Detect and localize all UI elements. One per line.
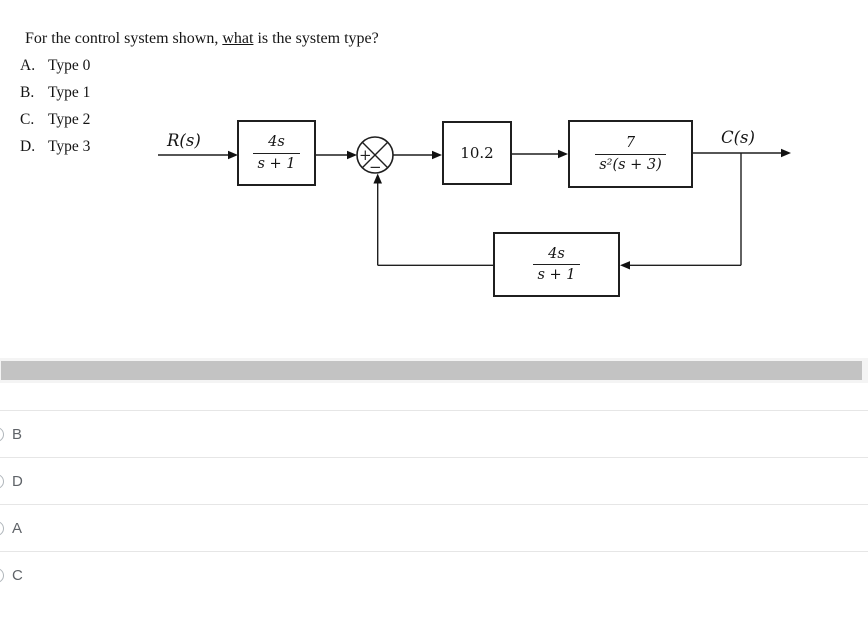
horizontal-scrollbar-track[interactable] xyxy=(0,358,868,383)
question-text-before: For the control system shown, xyxy=(25,30,223,47)
prefilter-denominator: s + 1 xyxy=(257,155,296,172)
prefilter-fraction: 4s s + 1 xyxy=(253,134,300,172)
feedback-numerator: 4s xyxy=(548,245,565,262)
choice-b: B. Type 1 xyxy=(20,84,90,102)
plant-transfer-function-block: 7 s²(s + 3) xyxy=(568,120,693,188)
choice-a-letter: A. xyxy=(20,57,36,74)
choice-d-label: Type 3 xyxy=(48,138,91,155)
answer-row-a[interactable]: A xyxy=(0,504,868,552)
answer-option-label: B xyxy=(12,426,23,443)
control-system-block-diagram: R(s) C(s) + − 4s s + 1 10.2 7 s²(s + 3) … xyxy=(158,120,791,297)
question-text-underlined: what xyxy=(222,30,254,47)
answer-option-label: D xyxy=(12,473,24,490)
question-text: For the control system shown, what is th… xyxy=(25,30,379,48)
answer-row-b[interactable]: B xyxy=(0,410,868,458)
output-signal-label: C(s) xyxy=(721,128,755,147)
choice-c: C. Type 2 xyxy=(20,111,90,129)
plant-numerator: 7 xyxy=(625,135,636,152)
plant-denominator: s²(s + 3) xyxy=(599,156,662,173)
summing-junction-minus-sign: − xyxy=(369,158,382,176)
answer-option-label: A xyxy=(12,520,23,537)
feedback-denominator: s + 1 xyxy=(537,267,576,283)
gain-block: 10.2 xyxy=(442,121,512,185)
answer-option-label: C xyxy=(12,567,24,584)
radio-icon[interactable] xyxy=(0,474,4,489)
fraction-bar xyxy=(253,152,300,154)
plant-fraction: 7 s²(s + 3) xyxy=(595,135,666,173)
choice-a: A. Type 0 xyxy=(20,57,90,75)
summing-junction-plus-sign: + xyxy=(359,146,372,164)
fraction-bar xyxy=(533,264,580,265)
choice-c-letter: C. xyxy=(20,111,35,128)
radio-icon[interactable] xyxy=(0,427,4,442)
answer-row-c[interactable]: C xyxy=(0,551,868,599)
choice-b-label: Type 1 xyxy=(48,84,91,101)
choice-b-letter: B. xyxy=(20,84,35,101)
answer-row-d[interactable]: D xyxy=(0,457,868,505)
radio-icon[interactable] xyxy=(0,568,4,583)
feedback-fraction: 4s s + 1 xyxy=(533,245,580,283)
prefilter-numerator: 4s xyxy=(268,134,285,151)
choice-d-letter: D. xyxy=(20,138,36,155)
choice-c-label: Type 2 xyxy=(48,111,91,128)
fraction-bar xyxy=(595,153,666,155)
question-text-after: is the system type? xyxy=(253,30,379,47)
choice-d: D. Type 3 xyxy=(20,138,90,156)
radio-icon[interactable] xyxy=(0,521,4,536)
feedback-transfer-function-block: 4s s + 1 xyxy=(493,232,620,297)
gain-value: 10.2 xyxy=(460,144,494,162)
diagram-connections xyxy=(158,136,791,270)
prefilter-transfer-function-block: 4s s + 1 xyxy=(237,120,316,186)
choice-a-label: Type 0 xyxy=(48,57,91,74)
horizontal-scrollbar-thumb[interactable] xyxy=(1,361,862,380)
input-signal-label: R(s) xyxy=(167,131,201,150)
